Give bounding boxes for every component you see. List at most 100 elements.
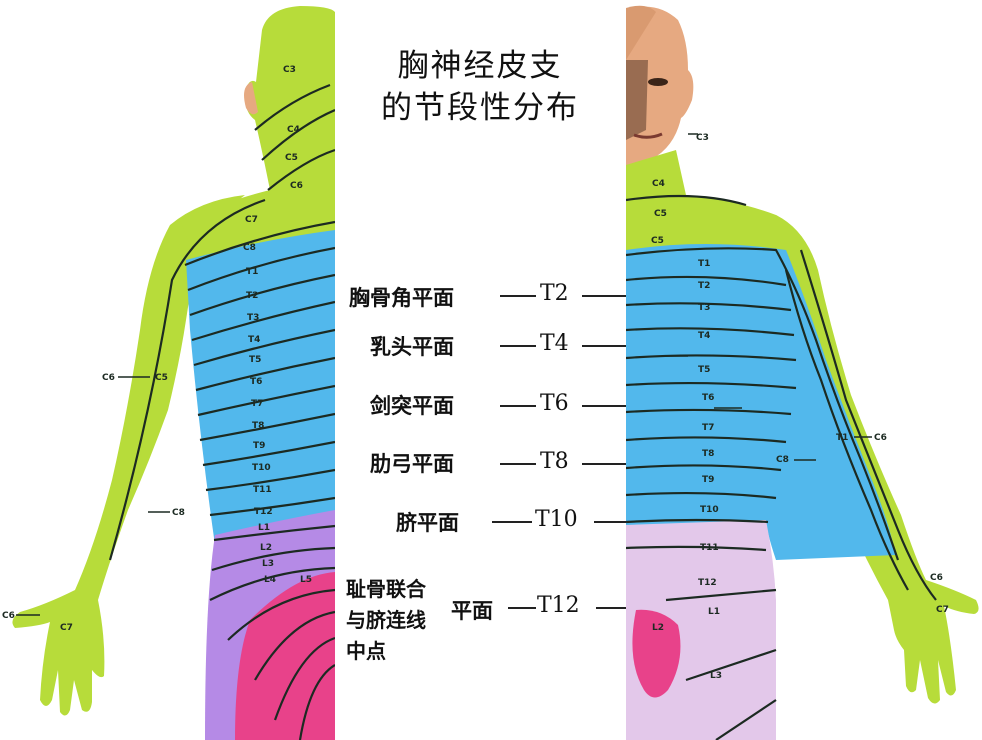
back-label-l2: L2 bbox=[260, 543, 272, 553]
plane-segment-t4: T4 bbox=[540, 331, 569, 356]
back-label-c3: C3 bbox=[283, 65, 296, 75]
front-label-l1: L1 bbox=[708, 607, 720, 617]
plane-segment-t2: T2 bbox=[540, 281, 569, 306]
pubic-line-1: 耻骨联合 bbox=[346, 577, 426, 601]
pubic-line-3: 中点 bbox=[346, 639, 386, 663]
back-label-c4: C4 bbox=[287, 125, 300, 135]
front-leader-lines bbox=[666, 133, 872, 461]
plane-dash-right bbox=[582, 345, 626, 347]
plane-dash-right bbox=[596, 607, 626, 609]
front-view-figure: C3 C4 C5 C5 T1 T2 T3 T4 T5 T6 T7 T8 T9 T… bbox=[626, 0, 982, 740]
plane-dash-left bbox=[500, 345, 536, 347]
front-label-c6: C6 bbox=[874, 433, 887, 443]
front-label-c6-hand: C6 bbox=[930, 573, 943, 583]
back-label-t3: T3 bbox=[247, 313, 259, 323]
front-label-c7-hand: C7 bbox=[936, 605, 949, 615]
front-label-c4: C4 bbox=[652, 179, 665, 189]
front-label-l3: L3 bbox=[710, 671, 722, 681]
back-view-figure: C3 C4 C5 C6 C7 C8 T1 T2 T3 T4 T5 T6 T7 T… bbox=[0, 0, 335, 740]
plane-label-umbilicus: 脐平面 bbox=[396, 511, 459, 535]
plane-dash-right bbox=[582, 463, 626, 465]
back-label-t12: T12 bbox=[254, 507, 273, 517]
front-hair bbox=[626, 5, 656, 60]
front-sacral bbox=[632, 609, 681, 698]
back-label-t4: T4 bbox=[248, 335, 260, 345]
front-label-c8: C8 bbox=[776, 455, 789, 465]
plane-segment-t6: T6 bbox=[540, 391, 569, 416]
front-midline-labels: C3 C4 C5 C5 T1 T2 T3 T4 T5 T6 T7 T8 T9 T… bbox=[651, 133, 949, 681]
back-label-t10: T10 bbox=[252, 463, 271, 473]
pubic-line-2: 与脐连线 bbox=[346, 608, 426, 632]
front-mouth bbox=[633, 132, 663, 139]
front-view-svg: C3 C4 C5 C5 T1 T2 T3 T4 T5 T6 T7 T8 T9 T… bbox=[626, 5, 979, 740]
front-label-t9: T9 bbox=[702, 475, 714, 485]
plane-segment-t10: T10 bbox=[535, 507, 578, 532]
back-label-c6: C6 bbox=[290, 181, 303, 191]
back-label-arm-c5: C5 bbox=[155, 373, 168, 383]
plane-dash-left bbox=[508, 607, 536, 609]
front-neck bbox=[626, 150, 811, 270]
back-label-t5: T5 bbox=[249, 355, 261, 365]
front-label-t12: T12 bbox=[698, 578, 717, 588]
back-label-t8: T8 bbox=[252, 421, 264, 431]
plane-dash-right bbox=[582, 405, 626, 407]
front-label-t1-arm: T1 bbox=[836, 433, 848, 443]
front-label-c5b: C5 bbox=[651, 236, 664, 246]
title-line-2: 的节段性分布 bbox=[381, 90, 579, 126]
front-eye bbox=[648, 78, 668, 86]
plane-segment-t8: T8 bbox=[540, 449, 569, 474]
back-arm bbox=[12, 195, 246, 716]
front-label-l2: L2 bbox=[652, 623, 664, 633]
plane-suffix: 平面 bbox=[451, 599, 493, 623]
front-label-c5: C5 bbox=[654, 209, 667, 219]
back-label-hand-c6: C6 bbox=[2, 611, 15, 621]
back-label-c8: C8 bbox=[243, 243, 256, 253]
back-label-arm-c8: C8 bbox=[172, 508, 185, 518]
back-label-arm-c6: C6 bbox=[102, 373, 115, 383]
plane-dash-left bbox=[500, 295, 536, 297]
plane-dash-left bbox=[500, 405, 536, 407]
plane-label-pubic-midpoint: 耻骨联合 与脐连线 中点 bbox=[346, 574, 426, 667]
front-label-t10: T10 bbox=[700, 505, 719, 515]
front-label-t4: T4 bbox=[698, 331, 710, 341]
back-label-t1: T1 bbox=[246, 267, 258, 277]
front-label-t6: T6 bbox=[702, 393, 714, 403]
plane-label-xiphoid: 剑突平面 bbox=[370, 394, 454, 418]
back-label-l5: L5 bbox=[300, 575, 312, 585]
plane-label-nipple: 乳头平面 bbox=[370, 335, 454, 359]
front-label-t1: T1 bbox=[698, 259, 710, 269]
back-label-t11: T11 bbox=[253, 485, 272, 495]
back-spine-labels: C3 C4 C5 C6 C7 C8 T1 T2 T3 T4 T5 T6 T7 T… bbox=[2, 65, 312, 633]
plane-label-costal-arch: 肋弓平面 bbox=[370, 452, 454, 476]
front-label-t3: T3 bbox=[698, 303, 710, 313]
front-label-t7: T7 bbox=[702, 423, 714, 433]
center-text-panel bbox=[335, 0, 626, 740]
back-label-t9: T9 bbox=[253, 441, 265, 451]
plane-dash-right bbox=[594, 521, 626, 523]
back-label-t7: T7 bbox=[251, 399, 263, 409]
back-label-l3: L3 bbox=[262, 559, 274, 569]
front-face-shadow bbox=[626, 60, 648, 140]
back-thoracic bbox=[186, 230, 335, 545]
back-view-svg: C3 C4 C5 C6 C7 C8 T1 T2 T3 T4 T5 T6 T7 T… bbox=[2, 6, 335, 740]
back-label-l1: L1 bbox=[258, 523, 270, 533]
front-contour-lines bbox=[626, 194, 937, 740]
back-contour-lines bbox=[108, 83, 335, 740]
back-leader-lines bbox=[16, 376, 170, 616]
back-ear bbox=[244, 82, 258, 115]
plane-label-sternal-angle: 胸骨角平面 bbox=[349, 286, 454, 310]
back-label-t6: T6 bbox=[250, 377, 262, 387]
back-label-t2: T2 bbox=[246, 291, 258, 301]
plane-dash-left bbox=[492, 521, 532, 523]
front-label-t11: T11 bbox=[700, 543, 719, 553]
plane-dash-right bbox=[582, 295, 626, 297]
back-head bbox=[245, 6, 335, 190]
plane-dash-left bbox=[500, 463, 536, 465]
front-label-t2: T2 bbox=[698, 281, 710, 291]
back-label-arm-c7: C7 bbox=[60, 623, 73, 633]
front-label-t8: T8 bbox=[702, 449, 714, 459]
back-label-c7: C7 bbox=[245, 215, 258, 225]
plane-segment-t12: T12 bbox=[537, 593, 580, 618]
front-label-c3: C3 bbox=[696, 133, 709, 143]
